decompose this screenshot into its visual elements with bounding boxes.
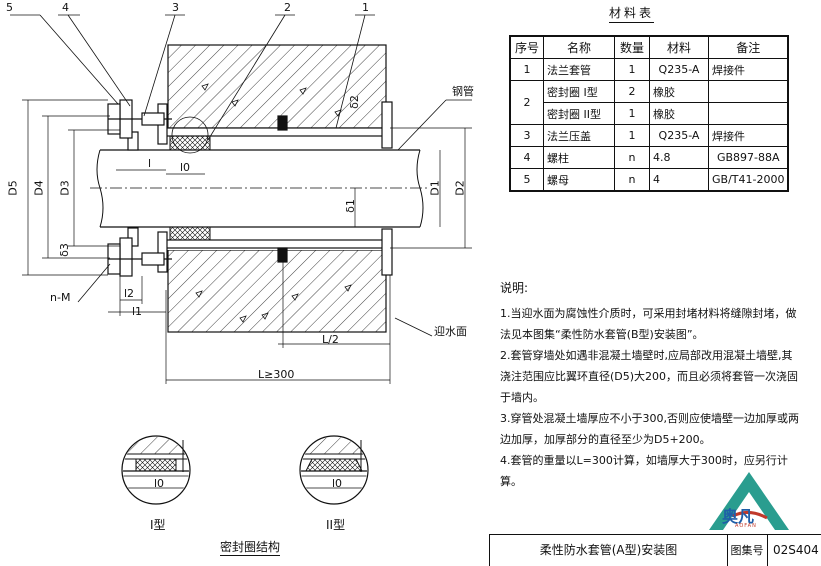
cell-name: 密封圈 I型	[543, 80, 615, 103]
leader-lines	[10, 14, 472, 337]
table-row: 1 法兰套管 1 Q235-A 焊接件	[509, 58, 789, 81]
cell-material: 4	[649, 168, 709, 192]
logo-sub: AOFAN	[735, 523, 757, 529]
dim-l-total: L≥300	[258, 368, 295, 381]
cell-note: GB897-88A	[708, 146, 789, 169]
cell-material: 橡胶	[649, 80, 709, 103]
cell-qty: n	[614, 146, 650, 169]
cell-name: 螺柱	[543, 146, 615, 169]
title-block: 柔性防水套管(A型)安装图 图集号 02S404	[489, 534, 821, 566]
dim-d5: D5	[6, 180, 20, 196]
dim-d3: D3	[58, 180, 72, 196]
cell-note	[708, 102, 789, 125]
steel-pipe-label: 钢管	[452, 85, 474, 98]
dim-l0: l0	[180, 161, 191, 174]
wall-upper	[167, 44, 387, 333]
note-item: 2.套管穿墙处如遇非混凝土墙壁时,应局部改用混凝土墙壁,其浇注范围应比翼环直径(…	[500, 349, 799, 404]
cell-name: 法兰压盖	[543, 124, 615, 147]
cell-material: Q235-A	[649, 124, 709, 147]
cell-note: 焊接件	[708, 124, 789, 147]
notes-heading: 说明:	[500, 281, 529, 295]
water-face-label: 迎水面	[434, 325, 467, 338]
sealing-ring	[169, 135, 211, 241]
table-row: 密封圈 II型 1 橡胶	[510, 102, 789, 125]
callout-3: 3	[172, 1, 179, 14]
cell-qty: 2	[614, 80, 650, 103]
callout-4: 4	[62, 1, 69, 14]
table-row: 5 螺母 n 4 GB/T41-2000	[509, 168, 789, 192]
dim-l1: l1	[132, 305, 143, 318]
cell-no: 1	[509, 58, 544, 81]
dim-l-half: L/2	[322, 333, 339, 346]
cell-qty: 1	[614, 124, 650, 147]
dim-delta3: δ3	[57, 243, 71, 257]
cell-material: Q235-A	[649, 58, 709, 81]
table-row: 2 密封圈 I型 2 橡胶	[509, 80, 789, 125]
logo-text: 奥凡	[722, 507, 755, 526]
detail1-l0: l0	[154, 477, 165, 490]
cell-note: 焊接件	[708, 58, 789, 81]
col-name: 名称	[543, 35, 615, 59]
callout-1: 1	[362, 1, 369, 14]
cell-name: 法兰套管	[543, 58, 615, 81]
cell-no: 4	[509, 146, 544, 169]
dim-d2: D2	[453, 180, 467, 196]
cell-qty: n	[614, 168, 650, 192]
table-row: 4 螺柱 n 4.8 GB897-88A	[509, 146, 789, 169]
cell-qty: 1	[614, 58, 650, 81]
dim-delta1: δ1	[343, 199, 357, 213]
note-item: 3.穿管处混凝土墙厚应不小于300,否则应使墙壁一边加厚或两边加厚，加厚部分的直…	[500, 412, 799, 446]
detail-type2	[299, 435, 369, 505]
detail-type2-caption: II型	[326, 518, 346, 532]
atlas-number: 02S404	[773, 543, 819, 557]
table-header-row: 序号 名称 数量 材料 备注	[509, 35, 789, 59]
materials-table: 序号 名称 数量 材料 备注 1 法兰套管 1 Q235-A 焊接件 2 密封圈…	[509, 35, 790, 192]
callout-5: 5	[6, 1, 13, 14]
cell-note	[708, 80, 789, 103]
detail-type1-caption: I型	[150, 518, 166, 532]
col-qty: 数量	[614, 35, 650, 59]
note-item: 4.套管的重量以L=300计算，如墙厚大于300时，应另行计算。	[500, 454, 788, 488]
col-material: 材料	[649, 35, 709, 59]
cell-name: 密封圈 II型	[543, 102, 615, 125]
table-row: 3 法兰压盖 1 Q235-A 焊接件	[509, 124, 789, 147]
dim-delta2: δ2	[347, 95, 361, 109]
dim-l: l	[148, 157, 152, 170]
cell-material: 橡胶	[649, 102, 709, 125]
steel-pipe	[90, 149, 430, 228]
col-note: 备注	[708, 35, 789, 59]
dim-d1: D1	[428, 180, 442, 196]
dimension-lines	[22, 99, 472, 384]
flange-sleeve	[157, 101, 393, 276]
materials-title: 材料表	[609, 4, 655, 23]
aofan-logo-icon	[709, 472, 789, 530]
cell-name: 螺母	[543, 168, 615, 192]
cell-no: 2	[509, 80, 544, 125]
flange-gland	[107, 99, 172, 277]
note-item: 1.当迎水面为腐蚀性介质时，可采用封堵材料将缝隙封堵，做法见本图集“柔性防水套管…	[500, 307, 797, 341]
aggregate-marks	[195, 83, 352, 323]
n-m-label: n-M	[50, 291, 71, 304]
dim-l2: l2	[124, 287, 135, 300]
seal-structure-caption: 密封圈结构	[220, 540, 281, 556]
cell-note: GB/T41-2000	[708, 168, 789, 192]
drawing-title: 柔性防水套管(A型)安装图	[490, 535, 728, 566]
notes: 说明: 1.当迎水面为腐蚀性介质时，可采用封堵材料将缝隙封堵，做法见本图集“柔性…	[500, 278, 800, 492]
callout-2: 2	[284, 1, 291, 14]
dim-d4: D4	[32, 180, 46, 196]
cell-material: 4.8	[649, 146, 709, 169]
detail2-l0: l0	[332, 477, 343, 490]
col-no: 序号	[509, 35, 544, 59]
cell-no: 5	[509, 168, 544, 192]
cell-no: 3	[509, 124, 544, 147]
detail-type1	[121, 435, 191, 505]
cell-qty: 1	[614, 102, 650, 125]
atlas-label: 图集号	[727, 535, 768, 566]
